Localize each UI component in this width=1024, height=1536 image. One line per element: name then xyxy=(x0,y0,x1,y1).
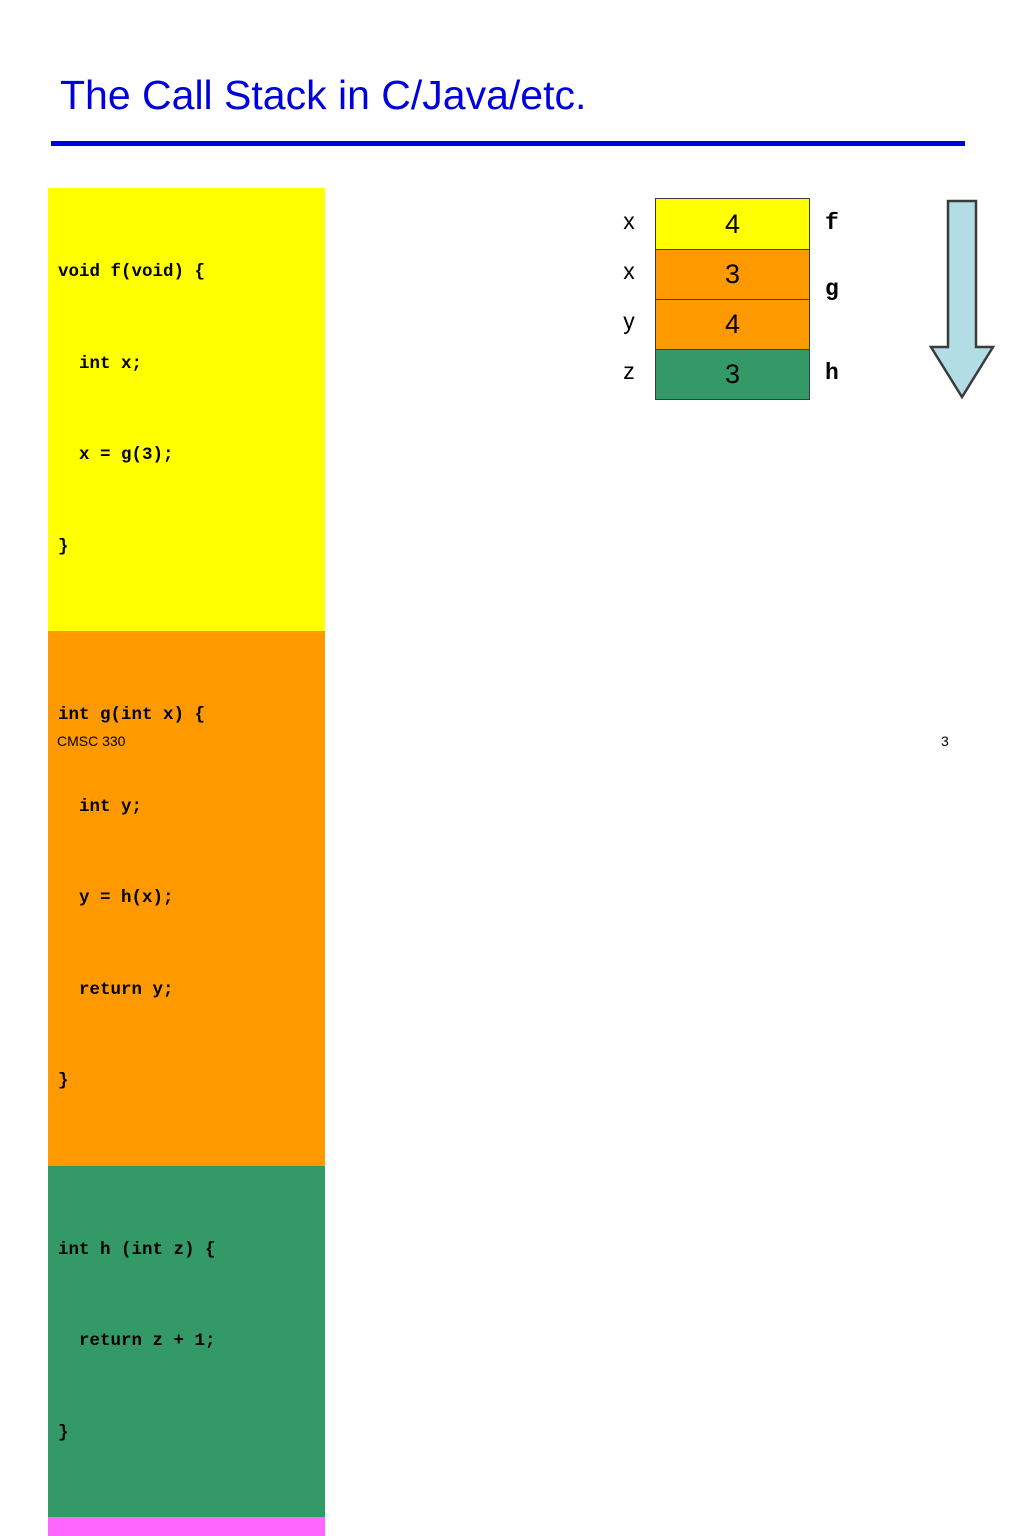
stack-frame-label-f: f xyxy=(825,210,839,236)
title-divider xyxy=(51,141,965,146)
code-line: } xyxy=(58,1071,69,1091)
stack-cell-f-x: 4 xyxy=(656,199,809,249)
code-block-g: int g(int x) { int y; y = h(x); return y… xyxy=(48,631,325,1166)
code-block-f: void f(void) { int x; x = g(3); } xyxy=(48,188,325,631)
code-line: int y; xyxy=(58,796,143,817)
page-title: The Call Stack in C/Java/etc. xyxy=(60,72,587,118)
code-line: } xyxy=(58,536,69,557)
stack-cell-value: 3 xyxy=(724,359,741,389)
call-stack-diagram: x x y z 4 3 4 3 f g h xyxy=(600,198,890,402)
stack-cell-value: 3 xyxy=(724,259,741,289)
code-line: } xyxy=(58,1422,69,1443)
code-block-h: int h (int z) { return z + 1; } xyxy=(48,1165,325,1517)
code-block-main: int main(){ f(); return 0; } xyxy=(48,1517,325,1536)
stack-cell-g-y: 4 xyxy=(656,299,809,349)
stack-cell-g-x: 3 xyxy=(656,249,809,299)
stack-cell-value: 4 xyxy=(724,309,741,339)
footer-course-label: CMSC 330 xyxy=(57,733,126,749)
code-line: int h (int z) { xyxy=(58,1239,216,1260)
code-listing: void f(void) { int x; x = g(3); } int g(… xyxy=(48,188,325,1536)
code-line: return z + 1; xyxy=(58,1331,216,1351)
code-line: x = g(3); xyxy=(58,445,174,465)
code-line: void f(void) { xyxy=(58,262,206,282)
code-line: int g(int x) { xyxy=(58,705,206,725)
stack-cell-value: 4 xyxy=(724,208,741,239)
code-line: return y; xyxy=(58,979,174,1000)
stack-frame-label-g: g xyxy=(825,276,839,302)
stack-box: 4 3 4 3 xyxy=(655,198,810,400)
footer-page-number: 3 xyxy=(941,733,949,749)
stack-var-label: y xyxy=(623,308,635,334)
stack-var-label: x xyxy=(623,258,635,284)
stack-frame-label-h: h xyxy=(825,360,839,386)
code-line: y = h(x); xyxy=(58,888,174,908)
stack-growth-arrow-icon xyxy=(928,199,996,400)
stack-var-label: x xyxy=(623,208,635,234)
stack-var-label: z xyxy=(623,358,635,384)
code-line: int x; xyxy=(58,353,143,374)
stack-cell-h-z: 3 xyxy=(656,349,809,399)
